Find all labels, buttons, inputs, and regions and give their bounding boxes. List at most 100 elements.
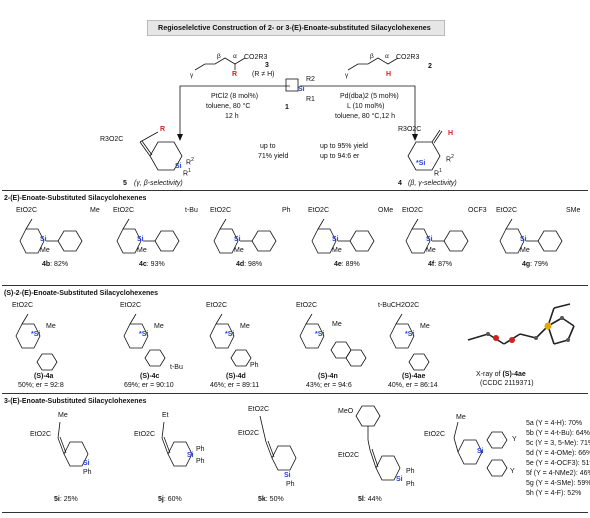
compound-yield: 43%; er = 94:6 [306, 382, 352, 389]
compound-me: Me [332, 247, 342, 254]
reagent-3-beta: β [217, 53, 221, 60]
divider-2 [2, 285, 588, 286]
yield-list-item: 5e (Y = 4-OCF3): 51% [526, 460, 590, 467]
compound-ester: EtO2C [338, 452, 360, 459]
compound-s-4ae: t-BuCH2O2C *Si Me (S)-4ae 40%, er = 86:1… [378, 302, 468, 390]
divider-3 [2, 393, 588, 394]
yield-list-item: 5g (Y = 4-SMe): 59% [526, 480, 590, 487]
compound-4d: EtO2C Ph Si Me 4d: 98% [210, 207, 300, 277]
section-2-heading: (S)-2-(E)-Enoate-Substituted Silacyclohe… [4, 290, 159, 297]
compound-caption: 4d: 98% [236, 261, 263, 268]
reagent-3-ester: CO2R3 [244, 54, 268, 61]
compound-me: Me [154, 323, 164, 330]
compound-ester: EtO2C [113, 207, 135, 214]
silacycle-label: 1 [285, 104, 289, 111]
compound-ester: EtO2C [238, 430, 260, 437]
left-yield-2: 71% yield [258, 153, 289, 160]
right-yield-2: up to 94:6 er [320, 153, 360, 160]
compound-5i: Me EtO2C Si Ph 5i: 25% [30, 412, 110, 504]
reaction-arrows [177, 85, 418, 141]
compound-si: Si [40, 236, 47, 243]
compound-ester: EtO2C [296, 302, 318, 309]
compound-structure [123, 313, 166, 367]
reagent-3-alpha: α [233, 53, 237, 60]
compound-si: Si [426, 236, 433, 243]
compound-label: (S)-4d [226, 373, 246, 380]
divider-1 [2, 190, 588, 191]
reagent-3-condition: (R ≠ H) [252, 71, 275, 78]
compound-si: Si [284, 472, 291, 479]
compound-structure [209, 313, 252, 367]
silacyclobutane-structure [285, 78, 299, 92]
left-condition-1: PtCl2 (8 mol%) [211, 93, 259, 100]
compound-yield: 46%; er = 89:11 [210, 382, 260, 389]
compound-structure [389, 313, 430, 371]
compound-ester: t-BuCH2O2C [378, 302, 420, 309]
left-condition-3: 12 h [225, 113, 239, 120]
silacycle-si: Si [298, 86, 305, 93]
compound-caption: 5k: 50% [258, 496, 284, 503]
compound-substituent: t-Bu [185, 207, 198, 214]
yield-list-item: 5c (Y = 3, 5-Me): 71% [526, 440, 590, 447]
compound-me: Me [520, 247, 530, 254]
compound-ester: EtO2C [134, 431, 156, 438]
product-4-label: 4 [398, 180, 402, 187]
generic-y-1: Y [512, 436, 517, 443]
compound-structure [299, 313, 367, 367]
compound-si: *Si [315, 331, 325, 338]
compound-structure [405, 218, 469, 254]
compound-si: Si [137, 236, 144, 243]
compound-caption: 4b: 82% [42, 261, 69, 268]
generic-y-2: Y [510, 468, 515, 475]
compound-ester: EtO2C [402, 207, 424, 214]
compound-structure [161, 421, 193, 467]
compound-4c: EtO2C t-Bu Si Me 4c: 93% [113, 207, 203, 277]
compound-s-4c: EtO2C *Si Me t-Bu (S)-4c 69%; er = 90:10 [120, 302, 210, 390]
compound-si: Si [187, 452, 194, 459]
compound-yield: 69%; er = 90:10 [124, 382, 174, 389]
compound-ph-2: Ph [406, 481, 415, 488]
compound-top: Me [58, 412, 68, 419]
generic-si: Si [477, 448, 484, 455]
reagent-2-label: 2 [428, 63, 432, 70]
compound-structure [499, 218, 563, 254]
compound-me: Me [234, 247, 244, 254]
product-5-R2: R2 [186, 157, 194, 167]
compound-caption: 5l: 44% [358, 496, 382, 503]
compound-label: (S)-4c [140, 373, 160, 380]
compound-si: Si [234, 236, 241, 243]
compound-si: *Si [31, 331, 41, 338]
compound-caption: 5j: 60% [158, 496, 182, 503]
reagent-2-ester: CO2R3 [396, 54, 420, 61]
product-5-selectivity: (γ, β-selectivity) [134, 180, 183, 187]
compound-4e: EtO2C OMe Si Me 4e: 89% [308, 207, 398, 277]
product-4-R2: R2 [446, 154, 454, 164]
silacycle-R1: R1 [306, 96, 315, 103]
silacycle-R2: R2 [306, 76, 315, 83]
compound-4b: EtO2C Me Si Me 4b: 82% [16, 207, 106, 277]
product-4-H: H [448, 130, 454, 137]
compound-me: Me [46, 323, 56, 330]
reagent-2-alpha: α [385, 53, 389, 60]
compound-yield: 40%, er = 86:14 [388, 382, 438, 389]
compound-me: Me [332, 321, 342, 328]
right-condition-1: Pd(dba)2 (5 mol%) [340, 93, 399, 100]
compound-structure [259, 415, 297, 471]
compound-structure [15, 313, 58, 371]
compound-yield: 50%; er = 92:8 [18, 382, 64, 389]
compound-structure [213, 218, 277, 254]
compound-s-4d: EtO2C *Si Me Ph (S)-4d 46%; er = 89:11 [206, 302, 296, 390]
product-5-R: R [160, 126, 166, 133]
compound-structure [355, 405, 401, 481]
compound-caption: 4e: 89% [334, 261, 360, 268]
product-5-R1: R1 [183, 168, 191, 178]
right-condition-3: toluene, 80 °C,12 h [335, 113, 396, 120]
compound-substituent: OCF3 [468, 207, 487, 214]
compound-structure [19, 218, 83, 254]
xray-structure-image [467, 303, 575, 345]
product-5-si: Si [175, 163, 182, 170]
yield-list-item: 5f (Y = 4-NMe2): 46% [526, 470, 590, 477]
generic-structure-5a-5h: EtO2C Me Si Y Y [424, 410, 524, 480]
compound-label: (S)-4a [34, 373, 54, 380]
title-box [147, 20, 445, 36]
